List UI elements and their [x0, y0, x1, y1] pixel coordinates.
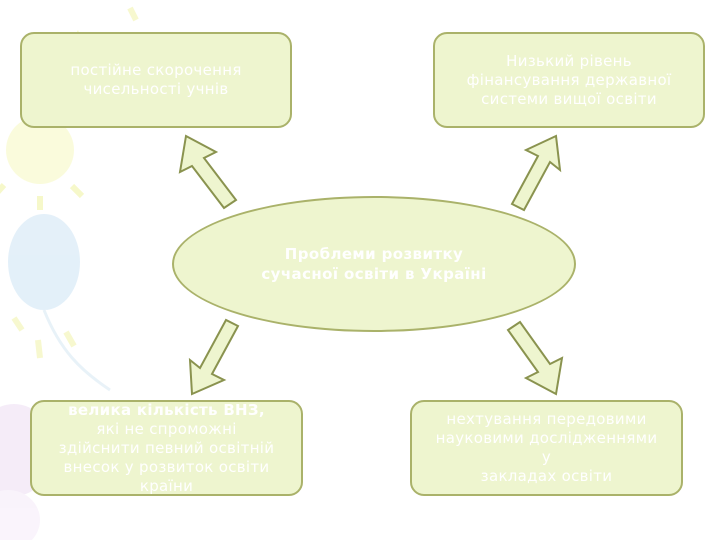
- box-bottom-right-line-4: закладах освіти: [480, 467, 613, 485]
- box-top-right-line-3: системи вищої освіти: [481, 89, 657, 108]
- central-topic-line-2: сучасної освіти в Україні: [261, 265, 487, 283]
- central-topic: Проблеми розвитку сучасної освіти в Укра…: [172, 196, 576, 332]
- box-bottom-right-line-2: науковими дослідженнями: [435, 429, 658, 447]
- sparkle-icon: [11, 6, 139, 359]
- box-top-left-line-1: постійне скорочення: [70, 61, 242, 79]
- arrow-to-bottom-left: [188, 318, 240, 396]
- box-top-left-line-2: чисельності учнів: [83, 80, 229, 98]
- arrow-to-top-left: [178, 134, 238, 210]
- box-bottom-left-line-1: велика кількість ВНЗ,: [68, 400, 265, 419]
- arrow-to-top-right: [510, 134, 562, 212]
- box-top-right-line-2: фінансування державної: [466, 70, 672, 89]
- box-bottom-right: нехтування передовими науковими дослідже…: [410, 400, 683, 496]
- box-top-left: постійне скорочення чисельності учнів: [20, 32, 292, 128]
- sun-icon: [0, 100, 85, 210]
- box-bottom-left-line-3: здійснити певний освітній: [58, 438, 275, 457]
- box-bottom-left-line-4: внесок у розвиток освіти: [63, 457, 270, 476]
- box-bottom-left-line-5: країни: [139, 476, 194, 495]
- arrow-to-bottom-right: [506, 320, 564, 396]
- box-bottom-left-line-2: які не спроможні: [96, 419, 237, 438]
- box-top-right-line-1: Низький рівень: [506, 51, 632, 70]
- box-bottom-right-line-1: нехтування передовими: [446, 410, 647, 428]
- box-top-right: Низький рівень фінансування державної си…: [433, 32, 705, 128]
- central-topic-line-1: Проблеми розвитку: [284, 245, 464, 263]
- box-bottom-right-line-3: у: [541, 448, 552, 466]
- box-bottom-left: велика кількість ВНЗ, які не спроможні з…: [30, 400, 303, 496]
- balloon-icon: [8, 214, 111, 392]
